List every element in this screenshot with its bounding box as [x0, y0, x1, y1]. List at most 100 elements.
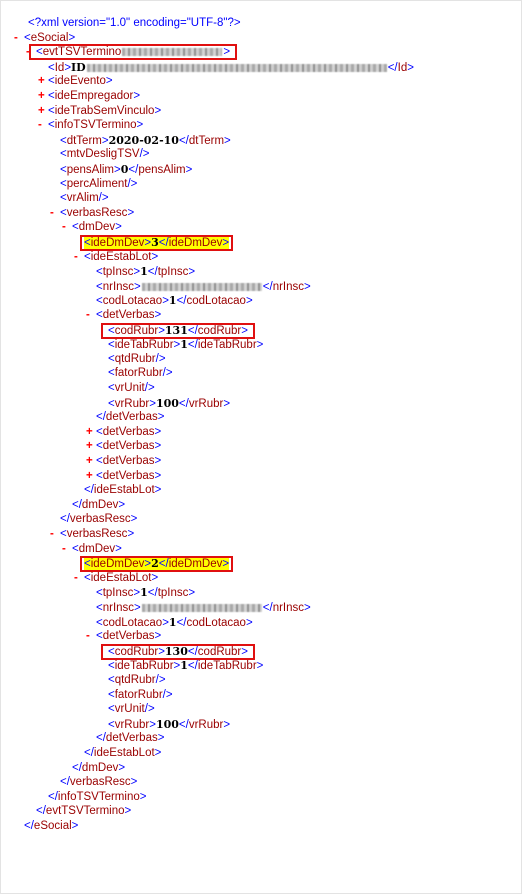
xml-line-qtdRubr: <qtdRubr/> — [98, 673, 166, 688]
open-bracket: </ — [176, 295, 187, 308]
tag-name: ideTrabSemVinculo — [54, 104, 155, 117]
xml-node-ideTabRubr: <ideTabRubr>1</ideTabRubr> — [108, 659, 263, 673]
close-bracket: > — [154, 455, 162, 467]
open-bracket: < — [48, 90, 55, 102]
xml-line-dmDev[interactable]: -<dmDev> — [62, 542, 122, 557]
xml-node-vrUnit: <vrUnit/> — [108, 703, 155, 715]
xml-line-ideEvento[interactable]: +<ideEvento> — [38, 74, 113, 89]
xml-line-detVerbas[interactable]: -<detVerbas> — [86, 629, 161, 644]
tag-name: ideDmDev — [168, 237, 223, 249]
xml-line-verbasResc[interactable]: -<verbasResc> — [50, 206, 134, 221]
open-bracket: </ — [128, 164, 139, 176]
collapse-toggle-icon[interactable]: - — [86, 630, 90, 643]
close-bracket: > — [157, 411, 165, 424]
close-bracket: > — [71, 820, 79, 832]
close-bracket: > — [173, 660, 181, 673]
open-bracket: < — [96, 295, 103, 308]
xml-line-ideEmpregador[interactable]: +<ideEmpregador> — [38, 89, 140, 104]
collapse-toggle-icon[interactable]: - — [62, 542, 66, 555]
collapse-toggle-icon[interactable]: - — [38, 119, 42, 132]
close-bracket: > — [245, 616, 253, 629]
tag-name: pensAlim — [138, 164, 186, 176]
expand-toggle-icon[interactable]: + — [86, 469, 93, 482]
xml-node-eSocial: </eSocial> — [24, 820, 78, 832]
tag-name: vrAlim — [66, 192, 99, 205]
collapse-toggle-icon[interactable]: - — [74, 250, 78, 263]
collapse-toggle-icon[interactable]: - — [86, 309, 90, 321]
collapse-toggle-icon[interactable]: - — [74, 571, 78, 584]
xml-line-evtTSVTermino[interactable]: -<evtTSVTermino> — [26, 45, 230, 60]
xml-node-detVerbas: <detVerbas> — [96, 470, 161, 482]
tag-name: codRubr — [197, 324, 242, 337]
xml-line-ideEstabLot[interactable]: -<ideEstabLot> — [74, 250, 158, 265]
open-bracket: < — [108, 339, 115, 352]
expand-toggle-icon[interactable]: + — [86, 440, 93, 453]
close-bracket: /> — [127, 177, 138, 190]
redacted-attribute — [122, 48, 223, 57]
tag-name: detVerbas — [105, 732, 158, 745]
xml-line-tpInsc: <tpInsc>1</tpInsc> — [86, 585, 195, 600]
xml-node-dmDev: </dmDev> — [72, 499, 125, 511]
collapse-toggle-icon[interactable]: - — [62, 221, 66, 234]
collapse-toggle-icon[interactable]: - — [50, 528, 54, 540]
xml-node-Id: <Id>ID</Id> — [48, 61, 414, 74]
xml-line-detVerbas[interactable]: +<detVerbas> — [86, 439, 161, 454]
xml-line-ideTabRubr: <ideTabRubr>1</ideTabRubr> — [98, 337, 263, 352]
tag-name: codRubr — [114, 645, 159, 658]
expand-toggle-icon[interactable]: + — [38, 75, 45, 88]
tag-name: dmDev — [78, 221, 116, 234]
open-bracket: < — [96, 587, 103, 600]
close-bracket: > — [407, 61, 414, 74]
xml-line-ideTrabSemVinculo[interactable]: +<ideTrabSemVinculo> — [38, 104, 161, 119]
open-bracket: < — [48, 119, 55, 132]
tag-name: codLotacao — [102, 295, 163, 308]
tag-name: detVerbas — [102, 309, 155, 321]
expand-toggle-icon[interactable]: + — [38, 90, 45, 102]
expand-toggle-icon[interactable]: + — [86, 425, 93, 438]
close-bracket: > — [118, 761, 126, 774]
close-bracket: > — [157, 732, 165, 745]
expand-toggle-icon[interactable]: + — [38, 104, 45, 117]
open-bracket: < — [108, 674, 115, 686]
close-bracket: /> — [162, 688, 173, 701]
xml-line-ideEstabLot[interactable]: -<ideEstabLot> — [74, 571, 158, 586]
open-bracket: < — [96, 266, 103, 279]
xml-line-detVerbas[interactable]: +<detVerbas> — [86, 454, 161, 469]
xml-line-ideEstabLot-close: </ideEstabLot> — [74, 483, 161, 498]
open-bracket: </ — [84, 484, 94, 497]
open-bracket: </ — [158, 237, 169, 249]
xml-line-detVerbas[interactable]: +<detVerbas> — [86, 425, 161, 440]
close-bracket: > — [130, 776, 138, 789]
xml-line-eSocial[interactable]: -<eSocial> — [14, 31, 75, 46]
xml-line-percAliment: <percAliment/> — [50, 177, 137, 192]
tag-name: percAliment — [66, 177, 128, 190]
open-bracket: </ — [60, 776, 70, 789]
xml-line-detVerbas[interactable]: -<detVerbas> — [86, 308, 161, 323]
close-bracket: > — [130, 513, 138, 526]
xml-line-dtTerm: <dtTerm>2020-02-10</dtTerm> — [50, 133, 231, 148]
xml-line-dmDev[interactable]: -<dmDev> — [62, 220, 122, 235]
xml-line-detVerbas[interactable]: +<detVerbas> — [86, 469, 161, 484]
close-bracket: > — [127, 206, 135, 219]
xml-line-infoTSVTermino[interactable]: -<infoTSVTermino> — [38, 118, 143, 133]
node-value: 100 — [155, 396, 179, 410]
xml-line-verbasResc[interactable]: -<verbasResc> — [50, 527, 134, 542]
tag-name: ideDmDev — [90, 558, 145, 571]
xml-line-verbasResc-close: </verbasResc> — [50, 775, 137, 790]
collapse-toggle-icon[interactable]: - — [26, 46, 30, 59]
xml-node-vrUnit: <vrUnit/> — [108, 382, 155, 394]
xml-node-detVerbas: <detVerbas> — [96, 455, 161, 467]
open-bracket: </ — [178, 397, 189, 410]
collapse-toggle-icon[interactable]: - — [50, 206, 54, 219]
tag-name: detVerbas — [102, 440, 155, 453]
tag-name: verbasResc — [69, 513, 131, 526]
xml-line-codLotacao: <codLotacao>1</codLotacao> — [86, 293, 253, 308]
tag-name: vrUnit — [114, 703, 145, 716]
collapse-toggle-icon[interactable]: - — [14, 31, 18, 44]
expand-toggle-icon[interactable]: + — [86, 455, 93, 467]
node-value: 3 — [151, 236, 159, 249]
open-bracket: < — [108, 324, 115, 337]
xml-line-codRubr: <codRubr>130</codRubr> — [98, 644, 248, 659]
close-bracket: > — [118, 498, 126, 511]
